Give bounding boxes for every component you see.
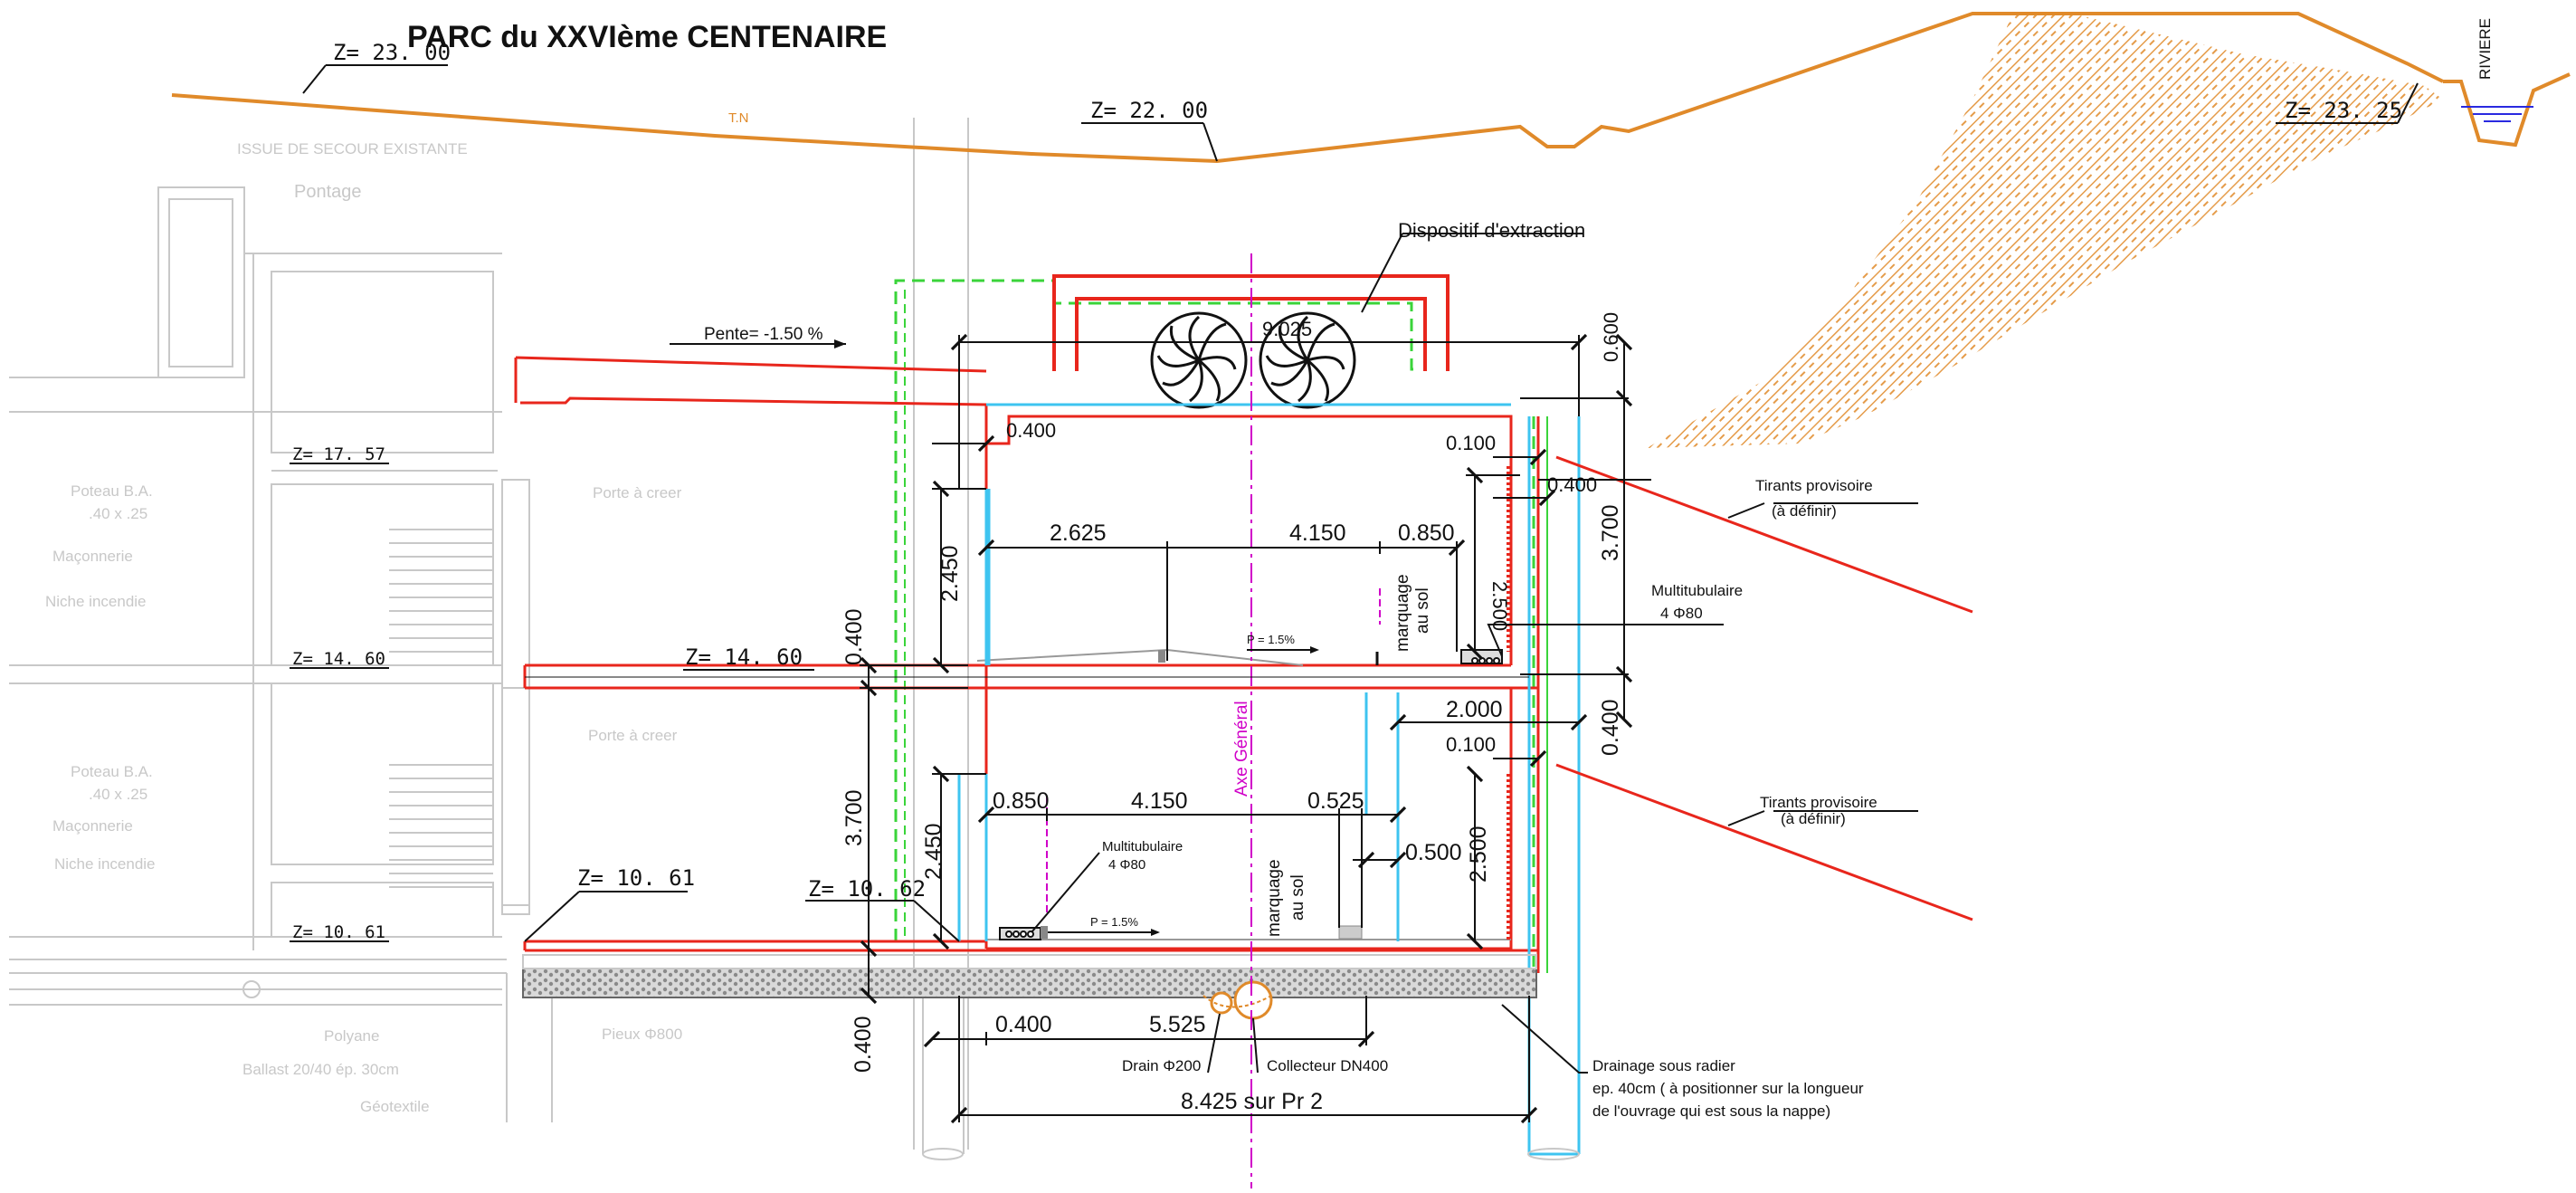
level-z-17-57: Z= 17. 57 bbox=[292, 444, 385, 464]
label-niche-1: Niche incendie bbox=[45, 593, 147, 610]
label-porte-2: Porte à creer bbox=[588, 727, 678, 744]
label-drain: Drain Φ200 bbox=[1122, 1057, 1201, 1074]
dim-0525: 0.525 bbox=[1307, 788, 1364, 814]
dim-0400-mid-left: 0.400 bbox=[841, 608, 867, 665]
label-poteau-1-dim: .40 x .25 bbox=[89, 505, 147, 522]
label-niche-2: Niche incendie bbox=[54, 855, 156, 873]
dim-5525: 5.525 bbox=[1149, 1012, 1206, 1037]
dim-2500-lower: 2.500 bbox=[1466, 826, 1491, 883]
level-z-23-00: Z= 23. 00 bbox=[333, 40, 451, 65]
collector-pipe bbox=[1202, 980, 1273, 1020]
label-tn: T.N bbox=[728, 110, 749, 126]
dim-0100-top: 0.100 bbox=[1446, 432, 1496, 454]
level-z-10-62: Z= 10. 62 bbox=[808, 876, 926, 902]
multitub-lower bbox=[999, 927, 1041, 940]
fan-left bbox=[1150, 311, 1248, 409]
label-slope-lower: P = 1.5% bbox=[1090, 915, 1138, 929]
dim-0400-bottom-left: 0.400 bbox=[851, 1016, 876, 1073]
label-issue-secours: ISSUE DE SECOUR EXISTANTE bbox=[237, 140, 468, 157]
dim-0850-lower: 0.850 bbox=[993, 788, 1050, 814]
dim-2625: 2.625 bbox=[1050, 520, 1107, 546]
dim-2450-upper: 2.450 bbox=[937, 545, 963, 602]
label-pente: Pente= -1.50 % bbox=[704, 325, 823, 344]
label-poteau-2-dim: .40 x .25 bbox=[89, 786, 147, 803]
label-maconnerie-1: Maçonnerie bbox=[52, 548, 133, 565]
dimension-lines bbox=[860, 333, 1633, 1124]
label-drainage-3: de l'ouvrage qui est sous la nappe) bbox=[1592, 1102, 1830, 1120]
label-collecteur: Collecteur DN400 bbox=[1267, 1057, 1388, 1074]
label-marquage-lower-1: marquage bbox=[1265, 859, 1284, 937]
elevation-tags-top: Z= 23. 00 Z= 22. 00 Z= 23. 25 bbox=[302, 40, 2419, 162]
dim-8425: 8.425 sur Pr 2 bbox=[1181, 1089, 1323, 1114]
label-multitub-lower: Multitubulaire bbox=[1102, 839, 1183, 854]
label-drainage-1: Drainage sous radier bbox=[1592, 1057, 1735, 1074]
label-ballast: Ballast 20/40 ép. 30cm bbox=[242, 1061, 399, 1078]
curb-upper bbox=[1158, 650, 1165, 663]
label-slope-upper: P = 1.5% bbox=[1247, 633, 1295, 646]
drainage-layer bbox=[522, 968, 1537, 998]
existing-labels: ISSUE DE SECOUR EXISTANTE Pontage Poteau… bbox=[45, 140, 682, 1115]
level-z-10-61: Z= 10. 61 bbox=[577, 865, 695, 891]
axis-label: Axe Général bbox=[1232, 701, 1251, 797]
label-pontage: Pontage bbox=[294, 182, 362, 202]
curb-lower-left bbox=[1041, 926, 1048, 939]
dim-0400-top: 0.400 bbox=[1006, 419, 1056, 442]
label-riviere: RIVIERE bbox=[2476, 18, 2494, 80]
level-z-23-25: Z= 23. 25 bbox=[2285, 98, 2402, 123]
label-maconnerie-2: Maçonnerie bbox=[52, 817, 133, 835]
piles bbox=[922, 973, 1580, 1160]
label-drainage-2: ep. 40cm ( à positionner sur la longueur bbox=[1592, 1080, 1864, 1097]
dim-0600: 0.600 bbox=[1600, 312, 1622, 362]
dim-3700-left: 3.700 bbox=[841, 789, 867, 846]
label-poteau-2: Poteau B.A. bbox=[71, 763, 153, 780]
river-channel bbox=[2443, 72, 2571, 148]
label-multitub-upper: Multitubulaire bbox=[1651, 582, 1743, 599]
dim-0500: 0.500 bbox=[1405, 840, 1462, 865]
dim-9025: 9.025 bbox=[1262, 318, 1312, 340]
dim-0100-mid: 0.100 bbox=[1446, 733, 1496, 756]
label-tirants-2-sub: (à définir) bbox=[1781, 810, 1846, 827]
curb-lower-right bbox=[1338, 925, 1363, 940]
drawing-title: PARC du XXVIème CENTENAIRE bbox=[407, 20, 887, 54]
dim-4150-lower: 4.150 bbox=[1131, 788, 1188, 814]
label-dispositif: Dispositif d'extraction bbox=[1398, 219, 1585, 242]
label-multitub-upper-sub: 4 Φ80 bbox=[1660, 605, 1703, 622]
duct-to-existing bbox=[514, 356, 987, 406]
existing-stairs bbox=[389, 529, 493, 888]
river-water bbox=[2461, 106, 2533, 122]
dim-0850-upper: 0.850 bbox=[1398, 520, 1455, 546]
dim-0400-right-top: 0.400 bbox=[1547, 473, 1597, 496]
label-multitub-lower-sub: 4 Φ80 bbox=[1108, 857, 1145, 873]
level-tags-structure bbox=[290, 463, 960, 942]
level-z-22-00: Z= 22. 00 bbox=[1090, 98, 1208, 123]
label-tirants-1: Tirants provisoire bbox=[1755, 477, 1873, 494]
dim-0400-bottom: 0.400 bbox=[995, 1012, 1052, 1037]
label-marquage-lower-2: au sol bbox=[1288, 874, 1307, 921]
leader-lines bbox=[1031, 233, 1918, 1074]
dim-2000: 2.000 bbox=[1446, 697, 1503, 722]
embankment-hatch bbox=[1647, 14, 2443, 448]
dim-2500-upper: 2.500 bbox=[1488, 581, 1511, 631]
dim-2450-lower: 2.450 bbox=[921, 823, 946, 880]
dim-0400-right-mid: 0.400 bbox=[1598, 699, 1623, 756]
tie-rods bbox=[1555, 455, 1973, 921]
level-z-10-61-small: Z= 10. 61 bbox=[292, 922, 385, 942]
dim-3700-right: 3.700 bbox=[1598, 504, 1623, 561]
natural-ground-line bbox=[171, 12, 2444, 164]
label-tirants-1-sub: (à définir) bbox=[1772, 502, 1837, 520]
level-z-14-60: Z= 14. 60 bbox=[685, 644, 803, 670]
label-marquage-upper-2: au sol bbox=[1413, 587, 1432, 634]
level-z-14-60-small: Z= 14. 60 bbox=[292, 649, 385, 669]
label-geotextile: Géotextile bbox=[360, 1098, 430, 1115]
dim-4150-upper: 4.150 bbox=[1289, 520, 1346, 546]
label-pieux: Pieux Φ800 bbox=[602, 1026, 682, 1043]
label-poteau-1: Poteau B.A. bbox=[71, 482, 153, 500]
label-porte-1: Porte à creer bbox=[593, 484, 682, 501]
label-tirants-2: Tirants provisoire bbox=[1760, 794, 1877, 811]
multitub-upper bbox=[1460, 649, 1503, 664]
label-polyane: Polyane bbox=[324, 1027, 379, 1045]
label-marquage-upper-1: marquage bbox=[1393, 574, 1412, 652]
